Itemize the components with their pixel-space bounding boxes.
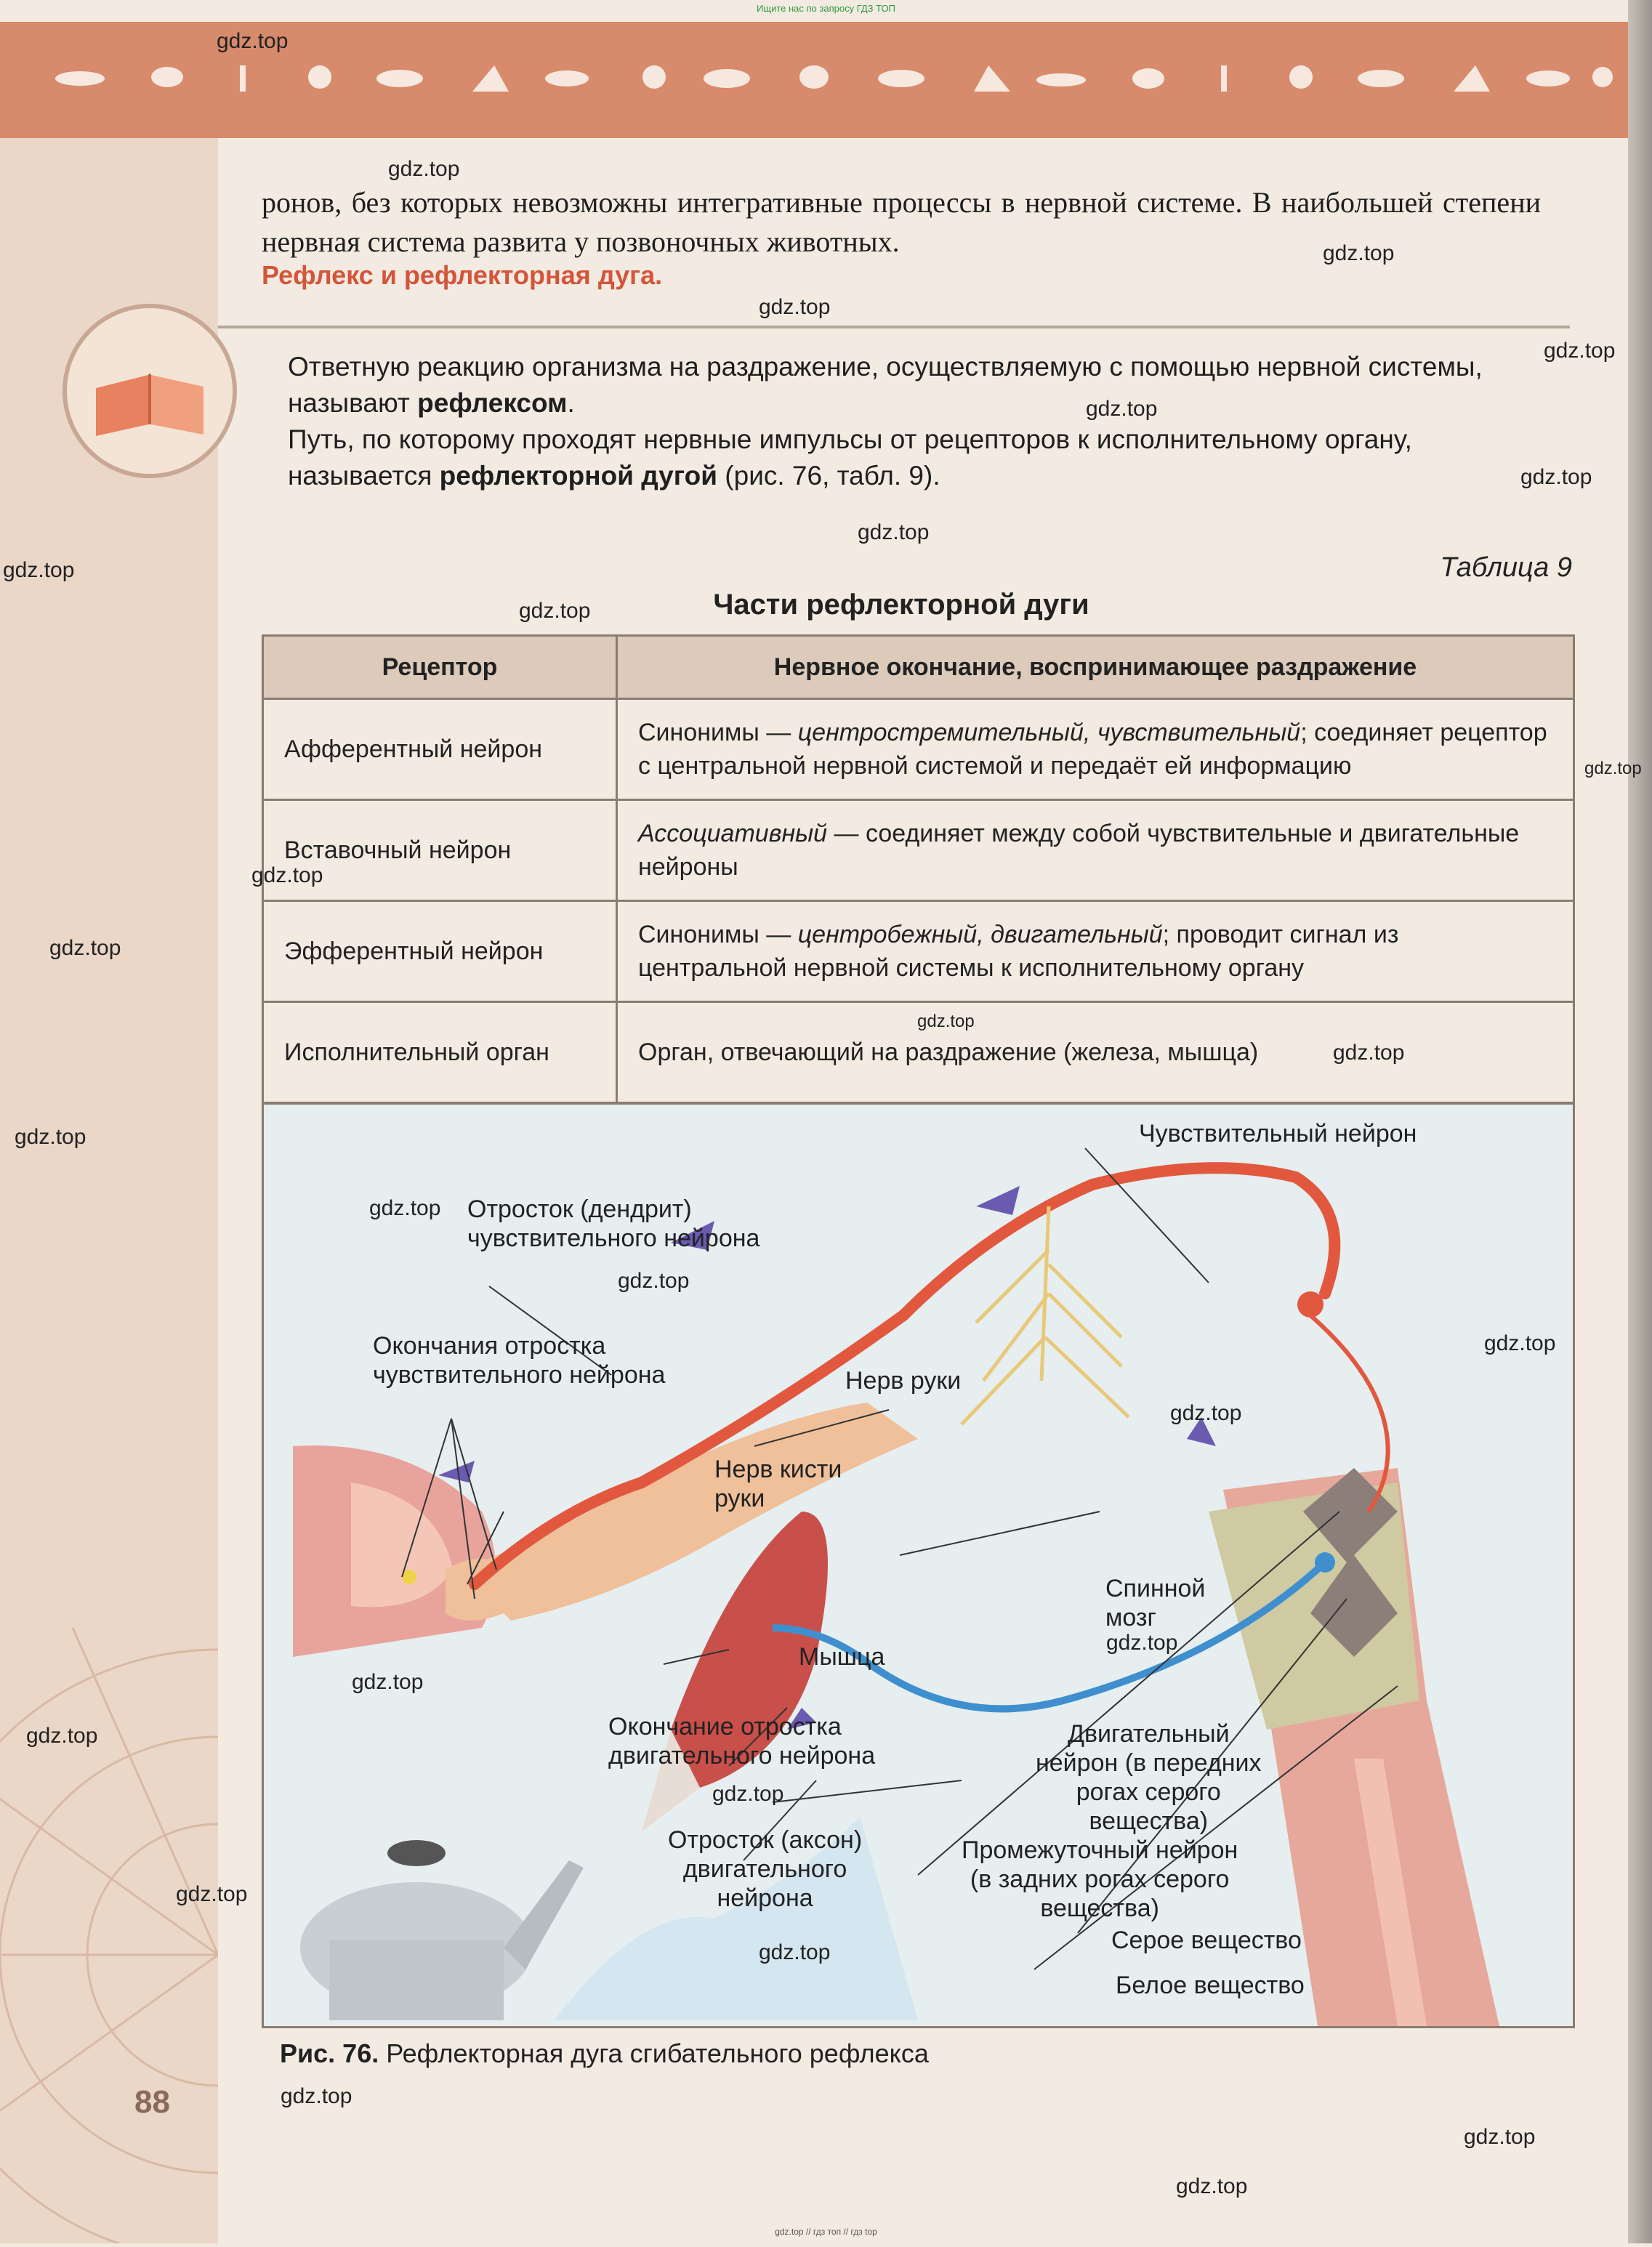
watermark: gdz.top [759,295,831,319]
spinal-cord-illustration [1209,1468,1499,2026]
watermark: gdz.top [26,1724,98,1748]
header-band [0,22,1628,138]
left-margin-decoration [0,138,525,2247]
watermark: gdz.top [3,558,75,582]
watermark: gdz.top [281,2084,352,2108]
term-reflex: рефлексом [417,388,568,418]
table-cell-part: Эфферентный нейрон [262,900,618,1003]
open-book-icon [96,374,204,436]
watermark: gdz.top [1086,397,1158,421]
watermark: gdz.top [1176,2174,1248,2198]
watermark: gdz.top [759,1940,831,1964]
watermark: gdz.top [858,520,930,544]
watermark: gdz.top [1484,1331,1556,1355]
page-number: 88 [134,2084,170,2120]
watermark: gdz.top [217,29,289,53]
watermark: gdz.top [49,936,121,960]
label-interneuron: Промежуточный нейрон(в задних рогах серо… [962,1836,1238,1922]
reflex-arc-illustration [264,1105,1573,2026]
table-cell-part: Исполнительный орган [262,1001,618,1104]
table-row: Исполнительный орган Орган, отвечающий н… [262,1001,1575,1104]
watermark: gdz.top [1584,759,1642,778]
table-header-cell: Рецептор [262,634,618,700]
watermark: gdz.top [917,1012,975,1031]
definition-reflex-arc: Путь, по которому проходят нервные импул… [288,424,1412,491]
reflex-arc-table: Рецептор Нервное окончание, воспринимающ… [262,634,1575,1104]
table-row: Вставочный нейрон Ассоциативный — соедин… [262,799,1575,902]
watermark: gdz.top [1544,339,1616,363]
label-dendrite: Отросток (дендрит)чувствительного нейрон… [467,1195,760,1252]
table-label: Таблица 9 [1440,552,1572,583]
watermark: gdz.top [1520,465,1592,489]
watermark: gdz.top [388,157,460,181]
label-sensory-neuron: Чувствительный нейрон [1139,1120,1417,1147]
top-note: Ищите нас по запросу ГДЗ ТОП [757,3,895,14]
page-edge [1628,0,1652,2243]
section-heading: Рефлекс и рефлекторная дуга. [262,260,663,290]
table-header-cell: Нервное окончание, воспринимающее раздра… [616,634,1575,700]
table-title: Части рефлекторной дуги [713,589,1089,621]
table-cell-description: Ассоциативный — соединяет между собой чу… [616,799,1575,902]
label-muscle: Мышца [799,1643,885,1671]
watermark: gdz.top [1464,2125,1536,2149]
watermark: gdz.top [352,1670,424,1694]
watermark: gdz.top [15,1125,86,1149]
figure-caption: Рис. 76. Рефлекторная дуга сгибательного… [280,2038,929,2068]
watermark: gdz.top [369,1196,441,1220]
reflex-arc-figure: Чувствительный нейрон Отросток (дендрит)… [262,1102,1575,2028]
table-cell-description: Орган, отвечающий на раздражение (железа… [616,1001,1575,1104]
watermark: gdz.top [1333,1041,1405,1065]
table-row: Афферентный нейрон Синонимы — центростре… [262,698,1575,801]
bottom-note: gdz.top // гдз топ // гдз top [775,2227,877,2237]
table-cell-description: Синонимы — центробежный, двигательный; п… [616,900,1575,1003]
animal-silhouette-strip [55,65,1613,92]
definition-divider [218,326,1570,328]
watermark: gdz.top [1106,1631,1178,1655]
watermark: gdz.top [712,1782,784,1806]
table-row: Эфферентный нейрон Синонимы — центробежн… [262,900,1575,1003]
watermark: gdz.top [176,1882,248,1906]
definition-reflex: Ответную реакцию организма на раздражени… [288,352,1483,418]
kettle-illustration [300,1840,584,2020]
book-badge [63,304,237,478]
table-cell-part: Афферентный нейрон [262,698,618,801]
table-header-row: Рецептор Нервное окончание, воспринимающ… [262,634,1575,700]
label-white-matter: Белое вещество [1116,1972,1305,1999]
watermark: gdz.top [1170,1401,1242,1425]
watermark: gdz.top [519,599,591,623]
term-reflex-arc: рефлекторной дугой [439,461,718,491]
watermark: gdz.top [251,863,323,887]
watermark: gdz.top [618,1269,690,1293]
label-gray-matter: Серое вещество [1111,1927,1302,1954]
definition-box: Ответную реакцию организма на раздражени… [218,326,1570,491]
label-arm-nerve: Нерв руки [845,1367,962,1395]
table-cell-part: Вставочный нейрон [262,799,618,902]
intro-paragraph: ронов, без которых невозможны интегратив… [262,186,1541,258]
table-cell-description: Синонимы — центростремительный, чувствит… [616,698,1575,801]
watermark: gdz.top [1323,241,1395,265]
